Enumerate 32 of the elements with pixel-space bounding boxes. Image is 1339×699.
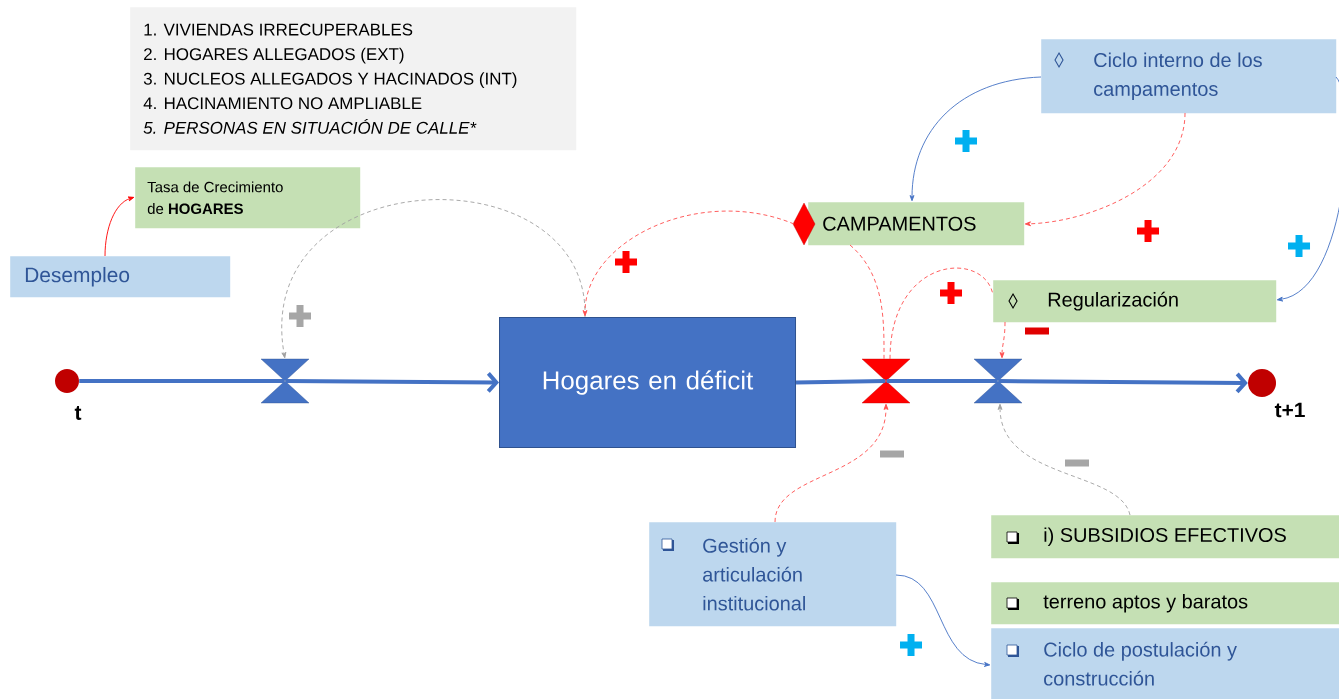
arrow [774,403,889,523]
arrow [999,321,1006,359]
connector-line [849,244,885,360]
factor-box: Ciclo de postulación y construcción [991,628,1339,699]
arrow [104,196,135,257]
arrow [582,210,795,317]
stock-box: Hogares en déficit [499,317,796,448]
variable-box: terreno aptos y baratos [991,582,1339,625]
factor-box: Gestión y articulación institucional [649,522,897,627]
valve [260,358,310,404]
factor-box: Desempleo [10,256,231,298]
time-label: t+1 [1274,402,1305,418]
valve [973,358,1023,404]
flow-pipe [79,379,285,383]
flow-arrow [285,372,499,393]
factor-box: Ciclo interno de los campamentos [1041,39,1337,114]
list-box: 1. VIVIENDAS IRRECUPERABLES 2. HOGARES ALLEGADOS (EXT) 3. NUCLEOS ALLEGADOS Y HACINADOS (INT) 4. HACINAMIENTO NO AMPLIABLE 5. PERSONAS EN SITUACIÓN DE CALLE* [130,7,577,151]
arrow [1024,112,1186,227]
flow-pipe [886,379,998,383]
variable-box: i) SUBSIDIOS EFECTIVOS [991,515,1339,559]
arrow [909,76,1042,202]
variable-box: CAMPAMENTOS [792,202,1025,246]
arrow [895,574,991,667]
valve [861,358,911,404]
arrow [997,403,1131,516]
flow-arrow [998,372,1248,394]
arrow [281,199,586,359]
variable-box: Tasa de Crecimiento de HOGARES [135,167,361,229]
variable-box: Regularización [993,280,1277,323]
connector-line [889,267,994,360]
time-label: t [74,406,82,420]
flow-pipe [796,379,886,385]
